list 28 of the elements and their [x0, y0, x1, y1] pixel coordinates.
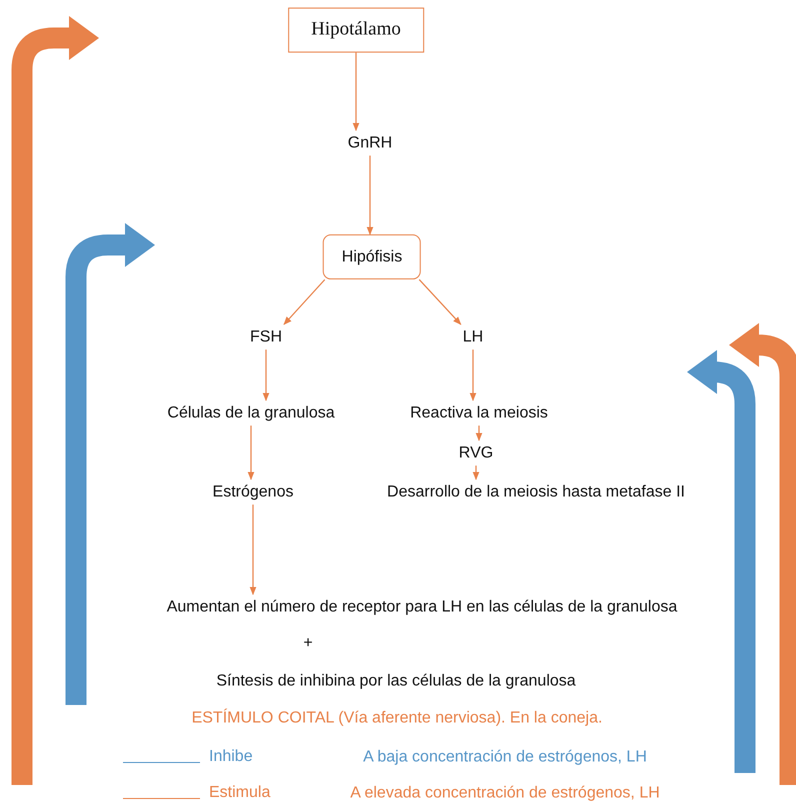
arrow: [470, 350, 476, 402]
node-text: GnRH: [344, 130, 396, 156]
node-text: Síntesis de inhibina por las células de la granulosa: [212, 668, 580, 694]
arrow: [472, 466, 480, 480]
legend-text: Estimula: [209, 783, 270, 802]
arrow: [418, 279, 462, 326]
node-text: FSH: [246, 324, 286, 350]
node-text: Estrógenos: [208, 479, 298, 505]
node-text: Reactiva la meiosis: [406, 400, 552, 426]
arrow: [250, 504, 256, 596]
node-text: Células de la granulosa: [163, 400, 339, 426]
legend-text: Inhibe: [209, 747, 253, 766]
note-text: ESTÍMULO COITAL (Vía aferente nerviosa). En la coneja.: [192, 708, 602, 728]
rounded-box: Hipófisis: [322, 234, 422, 280]
arrow: [248, 426, 254, 480]
process-box: Hipotálamo: [288, 8, 424, 52]
note-text: A elevada concentración de estrógenos, LH: [350, 783, 660, 803]
node-text: RVG: [454, 440, 498, 466]
note-text: A baja concentración de estrógenos, LH: [363, 747, 647, 767]
arrow: [262, 350, 270, 402]
arrow: [352, 52, 360, 132]
node-text: Desarrollo de la meiosis hasta metafase II: [383, 479, 689, 505]
plus-sign: +: [303, 633, 313, 653]
arrow: [366, 156, 374, 236]
node-text: Aumentan el número de receptor para LH en las células de la granulosa: [162, 594, 682, 620]
node-text: LH: [458, 324, 488, 350]
arrow: [283, 279, 326, 326]
arrow: [476, 426, 482, 442]
